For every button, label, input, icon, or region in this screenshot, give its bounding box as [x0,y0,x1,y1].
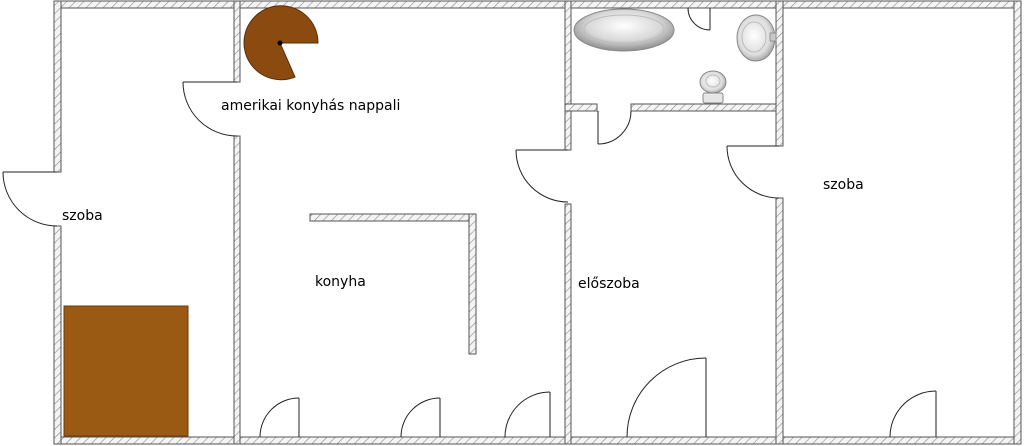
toilet-icon [699,70,727,104]
bed-icon [63,305,189,437]
wall-outer-left-lower [53,225,62,445]
walls [53,0,1022,445]
doors [2,7,937,438]
door-right-room [726,145,780,199]
room-label-right-room: szoba [823,177,864,193]
wall-right-divider-lower [775,197,784,445]
door-bottom-hall [626,357,707,438]
washbasin-icon [736,14,777,62]
door-bathroom-top [687,7,711,31]
wall-mid-divider-lower [564,203,572,445]
wall-outer-right [1013,0,1022,445]
wall-bathroom-bottom-right [630,103,783,112]
room-label-kitchen: konyha [315,274,366,290]
room-label-hall: előszoba [578,276,640,292]
wall-bathroom-bottom-left [564,103,598,112]
wall-kitchen-counter-side [468,213,477,355]
door-living-hall [515,149,569,203]
door-bottom-right [889,390,937,438]
room-label-living-kitchen: amerikai konyhás nappali [221,98,401,114]
door-bottom-1 [259,397,300,438]
door-bottom-2 [400,397,441,438]
wall-outer-bottom [53,436,1022,445]
door-bottom-3 [504,391,551,438]
room-label-left-room: szoba [62,208,103,224]
wall-mid-divider-upper [564,0,572,151]
wall-right-divider-upper [775,0,784,147]
wall-left-divider-upper [233,0,241,83]
wall-left-divider-lower [233,135,241,445]
door-bathroom [597,110,632,145]
bathtub-icon [573,8,675,52]
door-left-room [182,81,238,137]
wall-outer-top [53,0,1022,9]
door-entrance [2,171,58,227]
wall-outer-left-upper [53,0,62,173]
wall-kitchen-counter-top [309,213,477,222]
round-table-icon [243,5,319,81]
